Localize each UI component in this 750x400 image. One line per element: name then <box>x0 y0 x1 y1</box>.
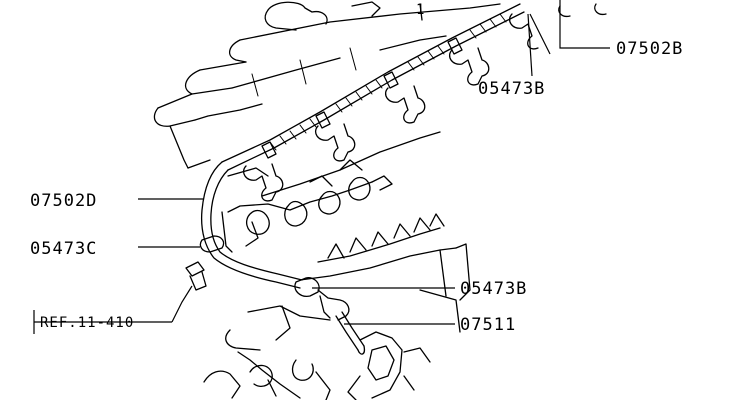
label-clamp-lower[interactable]: 05473B <box>460 279 527 299</box>
fuel-return-hose <box>185 3 525 355</box>
label-clamp-upper[interactable]: 05473B <box>478 79 545 99</box>
label-pipe[interactable]: 07511 <box>460 315 516 335</box>
injectors <box>242 3 607 202</box>
engine-block <box>153 1 501 400</box>
label-top-mark: 1 <box>416 2 425 18</box>
part-labels: 07502B 05473B 07502D 05473C 05473B 07511… <box>30 2 683 335</box>
label-reference[interactable]: REF.11-410 <box>40 315 134 331</box>
leader-lines <box>33 0 610 334</box>
label-hose-upper[interactable]: 07502B <box>616 39 683 59</box>
label-clamp-left[interactable]: 05473C <box>30 239 97 259</box>
label-hose-left[interactable]: 07502D <box>30 191 97 211</box>
